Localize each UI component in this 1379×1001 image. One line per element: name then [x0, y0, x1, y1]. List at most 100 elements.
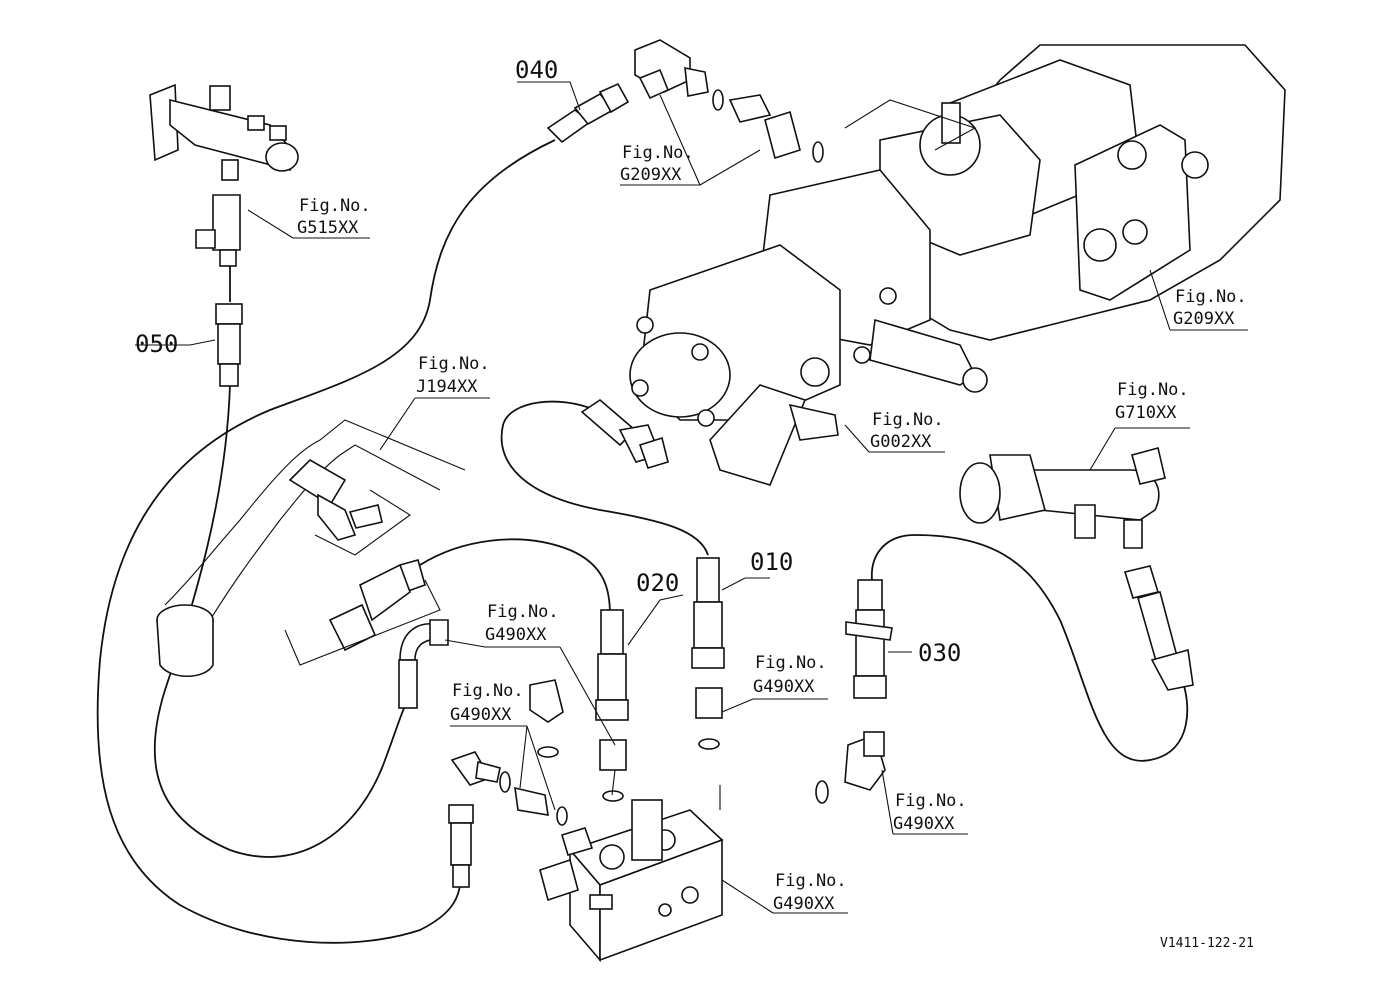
pump-elbow-outlet	[788, 403, 839, 441]
hose-020-upper-nut	[328, 603, 377, 652]
fig-ref-code-g490-e: G490XX	[773, 894, 835, 914]
adapter-long	[764, 110, 801, 160]
pump-bolt-6	[853, 346, 871, 364]
valve-block-port-4	[658, 903, 672, 917]
drawing-code: V1411-122-21	[1160, 936, 1254, 951]
hose-020-callout-box	[284, 579, 441, 666]
elbow-030-nipple	[863, 731, 885, 757]
fig-ref-code-g710: G710XX	[1115, 403, 1177, 423]
part-number-030: 030	[918, 639, 961, 667]
pump-callout-box-top	[844, 99, 977, 151]
hose-010-line	[500, 400, 709, 556]
pump-bolt-2	[691, 343, 709, 361]
leader-g490-b	[450, 725, 556, 811]
hose-030-line	[871, 534, 1189, 762]
o-ring-030	[815, 780, 829, 804]
fig-ref-label-g490-b: Fig.No.	[452, 681, 524, 701]
pump-outlet-fitting	[962, 367, 988, 393]
j194-pipe-end-body	[156, 619, 214, 677]
valve-relief-plug	[539, 858, 579, 902]
o-ring-010	[698, 738, 720, 750]
leader-j194	[379, 397, 490, 451]
g710-bottom-nipple-2	[1123, 519, 1143, 549]
hose-040-line	[96, 139, 556, 944]
j194-pipe-outline-2	[209, 444, 441, 621]
fig-ref-label-g209-right: Fig.No.	[1175, 287, 1247, 307]
leader-020-down	[611, 769, 616, 796]
leader-lines	[135, 81, 1248, 914]
hose-050-sleeve	[219, 363, 239, 387]
manifold-end-cap	[265, 142, 299, 172]
g490-valve-block	[539, 799, 724, 963]
manifold-nipple-2	[269, 125, 287, 141]
adapter-020	[599, 739, 627, 771]
tee-fitting	[212, 194, 241, 251]
leader-g490-a	[444, 639, 616, 746]
hose-010-crimp	[693, 601, 723, 649]
leader-g710	[1089, 427, 1190, 471]
leader-010	[721, 577, 770, 591]
leader-g515	[247, 209, 370, 239]
adapter-top	[728, 94, 772, 123]
part-number-010: 010	[750, 548, 793, 576]
hose-030-clamp	[845, 621, 893, 641]
hose-030-right-clamp	[1150, 648, 1194, 691]
manifold-bottom-nipple	[221, 159, 239, 181]
pump-side-fitting	[800, 357, 830, 387]
g710-pipe	[959, 447, 1166, 549]
hose-020-nut	[595, 699, 629, 721]
g710-hex-nut	[959, 462, 1001, 524]
hose-010-nut	[691, 647, 725, 669]
part-number-020: 020	[636, 569, 679, 597]
hose-020-sleeve	[600, 609, 624, 655]
figure-reference-labels: Fig.No. G209XX Fig.No. G515XX Fig.No. G2…	[297, 143, 1247, 914]
port-right-3	[1122, 219, 1148, 245]
adapter-010	[695, 687, 723, 719]
fig-ref-code-g515: G515XX	[297, 218, 359, 238]
manifold-nipple-1	[247, 115, 265, 131]
hose-050-nut	[215, 303, 243, 325]
fig-ref-label-g490-d: Fig.No.	[895, 791, 967, 811]
hose-020-upper-crimp	[359, 563, 411, 622]
hose-030-sleeve	[857, 579, 883, 611]
fig-ref-code-g490-d: G490XX	[893, 814, 955, 834]
j194-elbow	[317, 493, 357, 541]
fig-ref-code-g209-top: G209XX	[620, 165, 682, 185]
hose-020-vertical	[595, 609, 629, 802]
leader-g490-e	[721, 879, 848, 914]
tee-bottom-nipple	[219, 249, 237, 267]
part-number-040: 040	[515, 56, 558, 84]
elbow-pipe-sleeve	[398, 659, 418, 709]
leader-g209-right	[1149, 269, 1248, 331]
g209-top-fittings	[634, 39, 824, 163]
hose-030-crimp	[855, 609, 885, 677]
left-elbow-hose	[398, 619, 474, 888]
hose-040	[546, 82, 630, 144]
j194-pipe-outline	[164, 419, 466, 606]
fig-ref-code-g490-c: G490XX	[753, 677, 815, 697]
left-elbow-fittings	[450, 679, 568, 826]
elbow-nipple-left	[638, 68, 670, 100]
solenoid-cartridge	[631, 799, 663, 861]
leader-020	[627, 594, 684, 646]
valve-block-port-3	[681, 886, 699, 904]
fig-ref-label-g490-c: Fig.No.	[755, 653, 827, 673]
pump-bolt-4	[697, 409, 715, 427]
leader-040	[517, 81, 581, 111]
fig-ref-code-g490-b: G490XX	[450, 705, 512, 725]
hose-bottom-crimp	[450, 822, 472, 866]
g515-manifold	[149, 83, 299, 267]
g710-bottom-nipple-1	[1074, 504, 1096, 539]
elbow-pipe-nut	[429, 619, 449, 646]
hose-050-line	[153, 384, 409, 858]
leader-g490-d	[881, 769, 968, 835]
valve-connector	[561, 827, 594, 856]
o-ring-top-1	[712, 89, 724, 111]
valve-block-port-1	[599, 844, 625, 870]
o-ring-top-2	[812, 141, 824, 163]
hose-020-upper	[284, 559, 441, 666]
hose-010-sleeve	[696, 557, 720, 603]
o-ring-adapter-b	[556, 806, 568, 826]
fig-ref-label-g002: Fig.No.	[872, 410, 944, 430]
fig-ref-label-g515: Fig.No.	[299, 196, 371, 216]
